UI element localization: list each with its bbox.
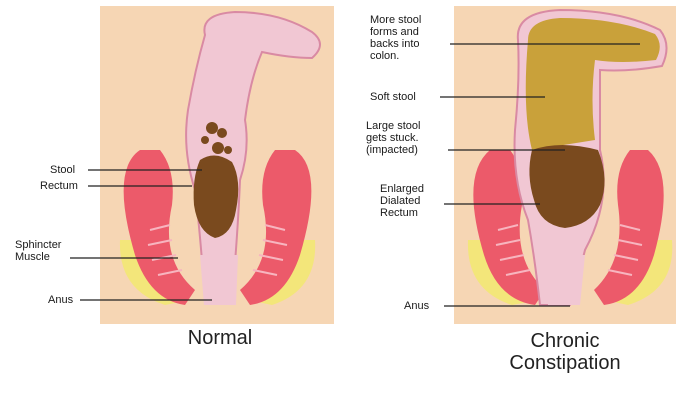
- constipation-anal-canal: [545, 255, 585, 305]
- label-anus-normal: Anus: [48, 294, 73, 306]
- label-sphincter-muscle: Sphincter Muscle: [15, 239, 61, 263]
- label-more-stool: More stool forms and backs into colon.: [370, 14, 421, 62]
- label-anus-constipation: Anus: [404, 300, 429, 312]
- normal-anal-canal: [200, 255, 238, 305]
- caption-normal: Normal: [170, 327, 270, 349]
- label-stool: Stool: [50, 164, 75, 176]
- label-soft-stool: Soft stool: [370, 91, 416, 103]
- label-large-stool: Large stool gets stuck. (impacted): [366, 120, 420, 156]
- label-rectum: Rectum: [40, 180, 78, 192]
- label-enlarged-rectum: Enlarged Dialated Rectum: [380, 183, 424, 219]
- caption-chronic-constipation: Chronic Constipation: [480, 330, 650, 374]
